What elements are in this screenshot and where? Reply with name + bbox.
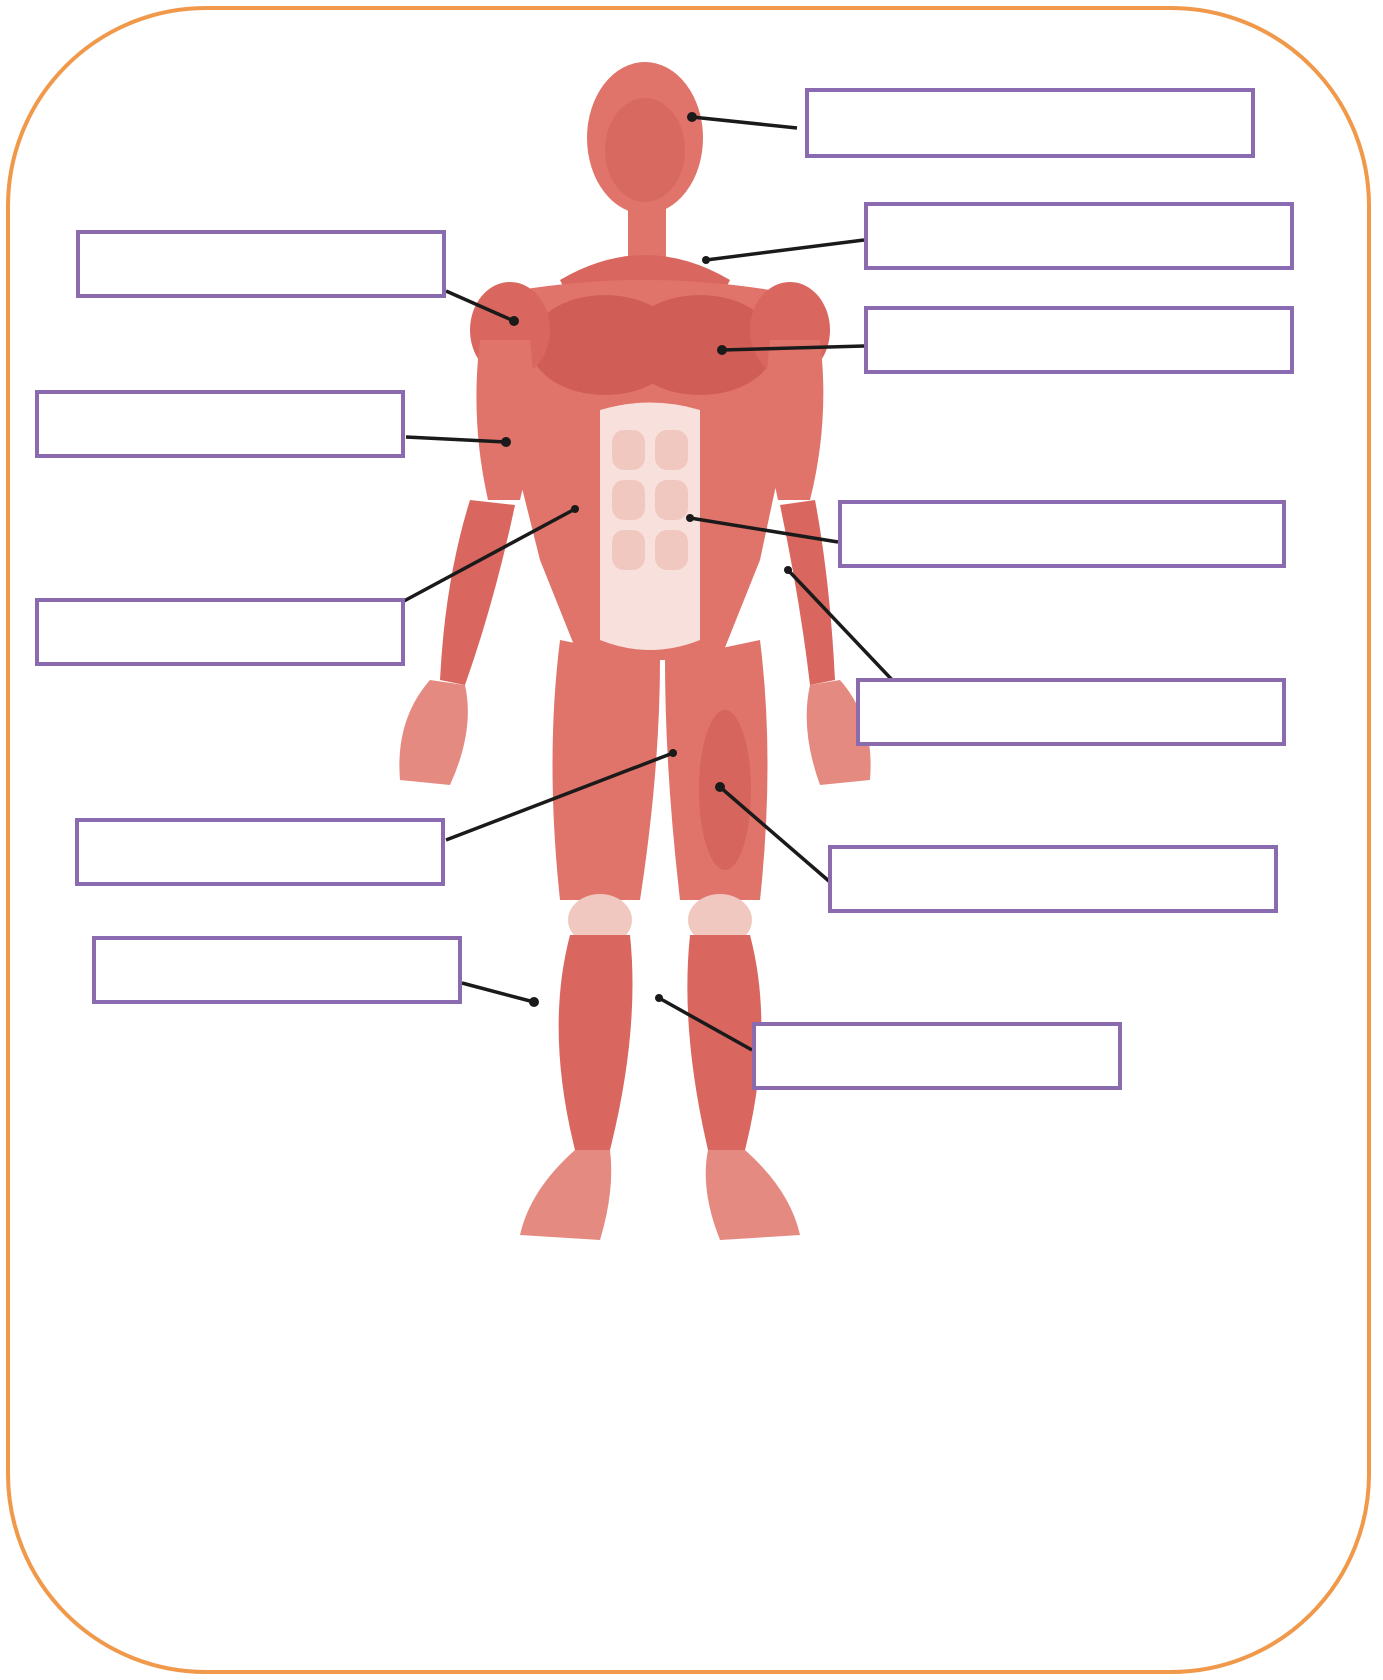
label-input-forearm-right[interactable]	[860, 682, 1282, 742]
label-box-shoulder	[76, 230, 446, 298]
label-box-neck	[864, 202, 1294, 270]
label-input-chest[interactable]	[868, 310, 1290, 370]
label-input-inner-thigh[interactable]	[79, 822, 441, 882]
label-box-abdomen	[838, 500, 1286, 568]
label-box-side-torso	[35, 598, 405, 666]
label-input-head[interactable]	[809, 92, 1251, 154]
label-input-upper-arm[interactable]	[39, 394, 401, 454]
label-input-calf[interactable]	[96, 940, 458, 1000]
label-box-thigh-right	[828, 845, 1278, 913]
label-box-chest	[864, 306, 1294, 374]
label-input-shoulder[interactable]	[80, 234, 442, 294]
label-input-thigh-right[interactable]	[832, 849, 1274, 909]
label-box-forearm-right	[856, 678, 1286, 746]
label-box-calf	[92, 936, 462, 1004]
label-input-shin-right[interactable]	[756, 1026, 1118, 1086]
label-box-shin-right	[752, 1022, 1122, 1090]
label-box-head	[805, 88, 1255, 158]
label-input-neck[interactable]	[868, 206, 1290, 266]
label-input-side-torso[interactable]	[39, 602, 401, 662]
label-box-inner-thigh	[75, 818, 445, 886]
label-box-upper-arm	[35, 390, 405, 458]
label-input-abdomen[interactable]	[842, 504, 1282, 564]
